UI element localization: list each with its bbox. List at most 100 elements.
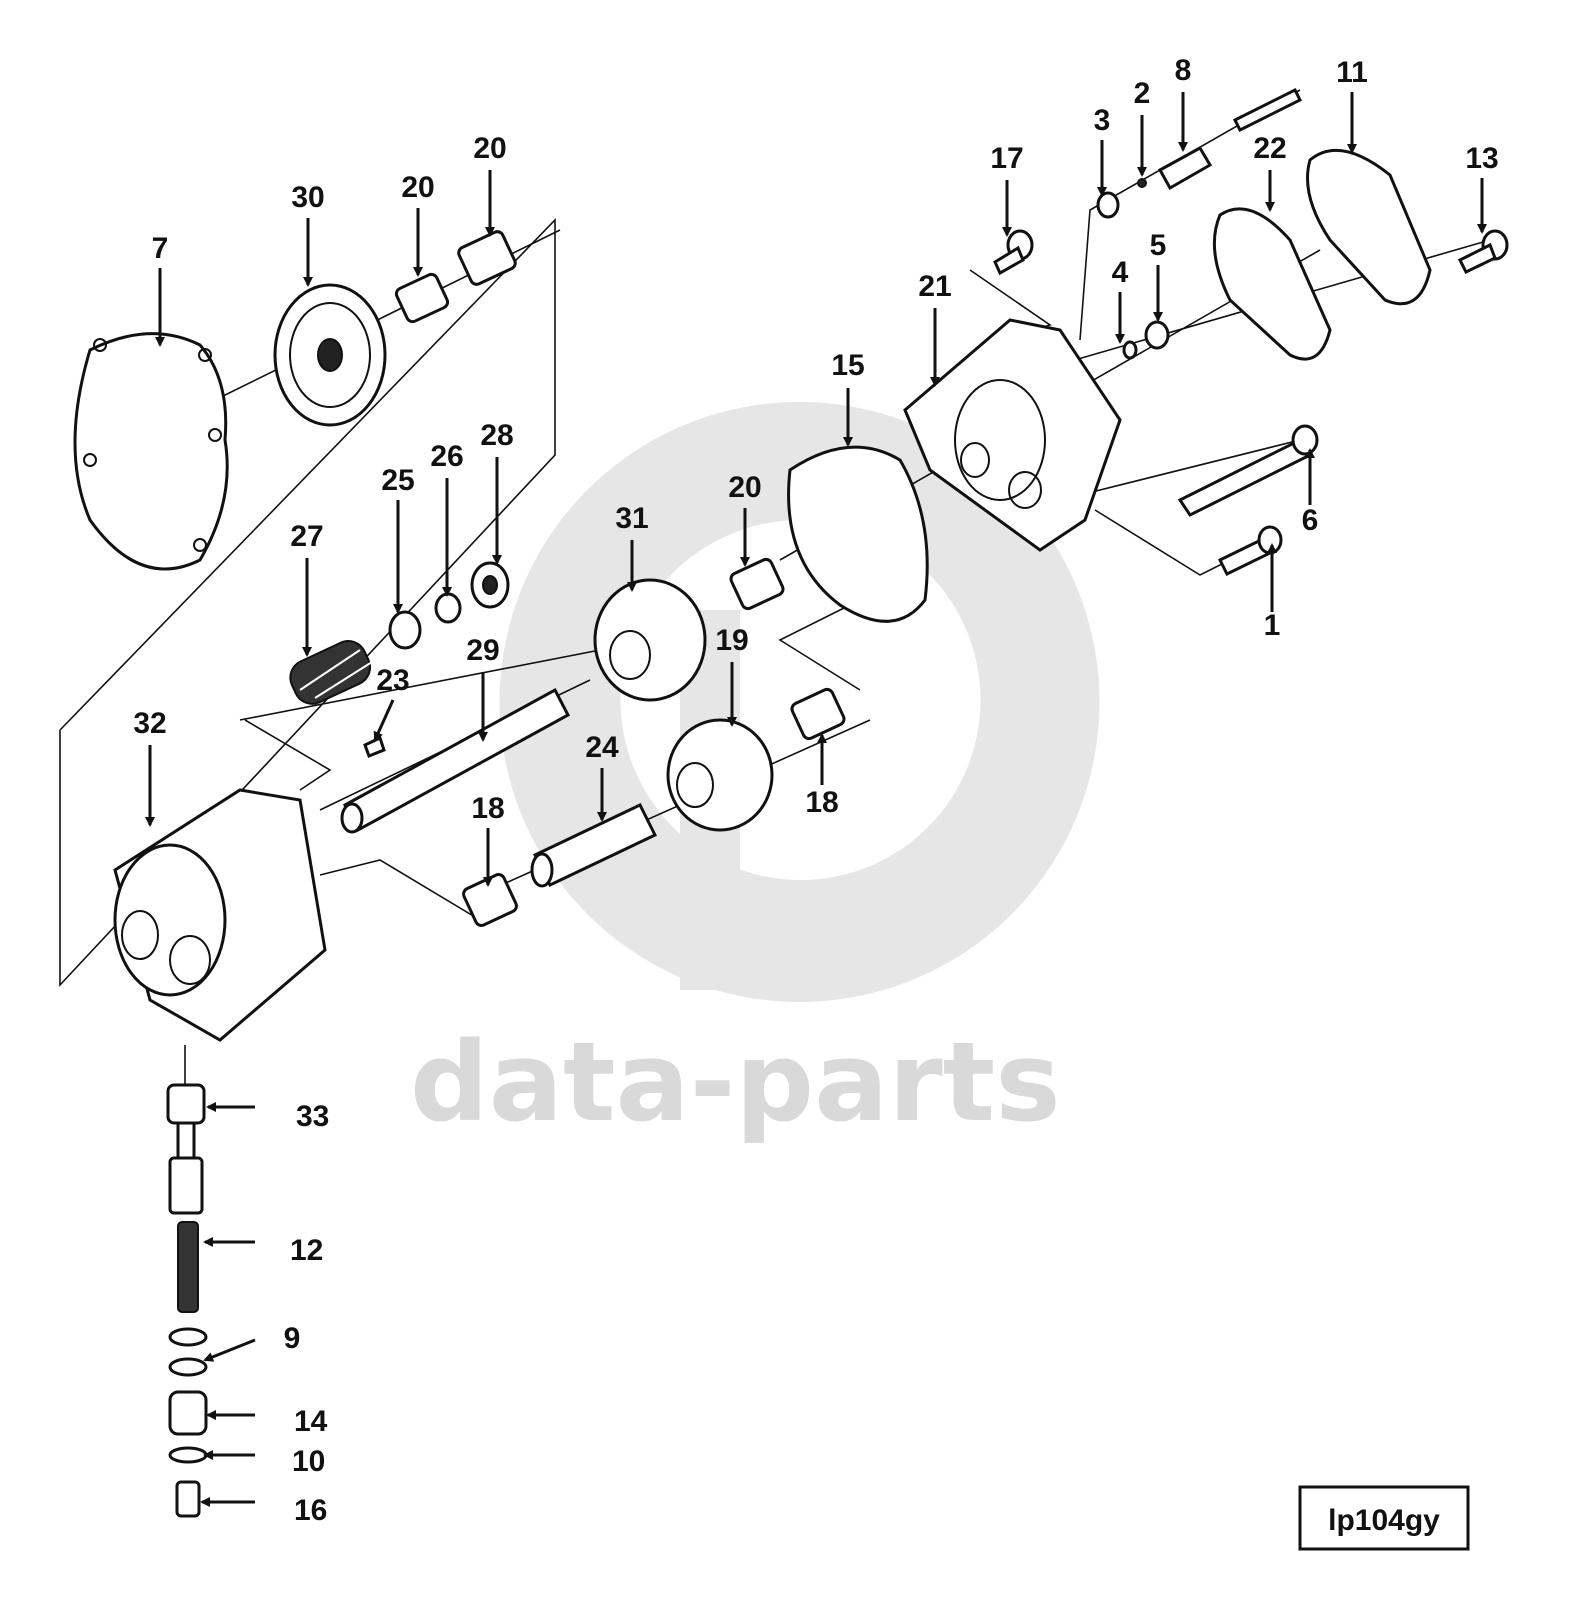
callout-9: 9 — [203, 1322, 301, 1362]
callout-30: 30 — [291, 181, 325, 287]
callout-label: 22 — [1253, 132, 1286, 165]
parts — [73, 87, 1509, 1518]
callout-18: 18 — [471, 792, 505, 887]
callout-label: 29 — [466, 634, 499, 667]
callout-label: 6 — [1302, 504, 1319, 537]
part-8-valve — [1157, 145, 1213, 191]
callout-label: 12 — [290, 1234, 323, 1267]
callout-19: 19 — [715, 624, 749, 727]
callout-20: 20 — [728, 471, 762, 567]
callout-20: 20 — [473, 132, 507, 237]
part-9-oring-a — [168, 1327, 208, 1347]
part-2-ball — [1137, 178, 1147, 188]
part-33-plunger — [166, 1083, 206, 1125]
part-26-clip — [434, 592, 462, 624]
callout-label: 14 — [294, 1405, 328, 1438]
callout-7: 7 — [152, 232, 169, 347]
callout-label: 25 — [381, 464, 414, 497]
callout-label: 30 — [291, 181, 324, 214]
callout-6: 6 — [1302, 448, 1319, 537]
part-11-plate — [1306, 148, 1432, 306]
callout-label: 13 — [1465, 142, 1498, 175]
callout-3: 3 — [1094, 104, 1111, 197]
watermark-logo — [499, 402, 1100, 1002]
reference-code-box: lp104gy — [1298, 1485, 1470, 1551]
callout-14: 14 — [206, 1405, 328, 1438]
callout-label: 1 — [1264, 609, 1281, 642]
callout-label: 17 — [990, 142, 1023, 175]
callout-15: 15 — [831, 349, 865, 447]
part-20-bushing-c — [729, 557, 785, 611]
callout-33: 33 — [206, 1100, 329, 1133]
callout-22: 22 — [1253, 132, 1287, 212]
callout-26: 26 — [430, 440, 464, 597]
callout-label: 20 — [728, 471, 761, 504]
callout-label: 31 — [615, 502, 648, 535]
part-27-spring — [289, 640, 373, 705]
part-3-fitting — [1096, 191, 1120, 219]
callout-21: 21 — [918, 270, 952, 387]
part-14-plug — [168, 1390, 208, 1436]
part-20-bushing-b — [457, 230, 517, 286]
callout-label: 33 — [296, 1100, 329, 1133]
callout-label: 7 — [152, 232, 169, 265]
callout-label: 19 — [715, 624, 748, 657]
callout-label: 20 — [473, 132, 506, 165]
part-19-gear — [666, 718, 774, 832]
callout-label: 26 — [430, 440, 463, 473]
part-16-screw — [175, 1480, 201, 1518]
callout-12: 12 — [203, 1234, 323, 1267]
callout-1: 1 — [1264, 543, 1281, 642]
callout-10: 10 — [203, 1445, 325, 1478]
callout-11: 11 — [1336, 56, 1368, 154]
callout-18: 18 — [805, 733, 839, 819]
callout-label: 2 — [1134, 77, 1151, 110]
part-10-washer — [168, 1446, 208, 1464]
callout-29: 29 — [466, 634, 500, 742]
callout-27: 27 — [290, 520, 324, 657]
part-18-bushing-b — [462, 873, 518, 927]
part-1-bolt-head — [1257, 525, 1283, 555]
callout-label: 18 — [471, 792, 504, 825]
callout-label: 4 — [1112, 256, 1129, 289]
part-31-gear — [593, 578, 707, 702]
callout-arrow — [373, 699, 395, 742]
reference-code: lp104gy — [1328, 1504, 1440, 1537]
part-7-gasket — [73, 332, 229, 571]
watermark: data-parts — [410, 402, 1100, 1146]
callout-16: 16 — [200, 1494, 327, 1527]
part-23-key — [363, 735, 386, 758]
callout-23: 23 — [373, 664, 410, 742]
callout-28: 28 — [480, 419, 514, 565]
part-22-plate — [1212, 207, 1332, 361]
callout-label: 18 — [805, 786, 838, 819]
callout-2: 2 — [1134, 77, 1151, 177]
callout-label: 10 — [292, 1445, 325, 1478]
callout-25: 25 — [381, 464, 415, 614]
callout-label: 3 — [1094, 104, 1111, 137]
part-6-bolt-shank — [1177, 438, 1313, 517]
part-20-bushing-a — [394, 272, 450, 324]
part-4-oring — [1122, 340, 1138, 360]
callout-32: 32 — [133, 707, 167, 827]
callout-label: 9 — [284, 1322, 301, 1355]
callout-label: 23 — [376, 664, 409, 697]
callout-17: 17 — [990, 142, 1024, 237]
part-12-spring — [177, 1221, 199, 1313]
part-18-bushing-a — [790, 687, 846, 741]
callout-13: 13 — [1465, 142, 1499, 234]
part-25-ring — [388, 610, 422, 650]
part-6-bolt-head — [1291, 424, 1319, 456]
part-15-gasket — [787, 445, 929, 623]
callout-label: 8 — [1175, 54, 1192, 87]
callout-20: 20 — [401, 171, 435, 277]
callout-label: 16 — [294, 1494, 327, 1527]
callout-label: 15 — [831, 349, 864, 382]
callout-label: 27 — [290, 520, 323, 553]
callout-label: 24 — [585, 731, 619, 764]
part-5-plug — [1144, 320, 1170, 350]
callout-label: 28 — [480, 419, 513, 452]
callout-4: 4 — [1112, 256, 1129, 344]
